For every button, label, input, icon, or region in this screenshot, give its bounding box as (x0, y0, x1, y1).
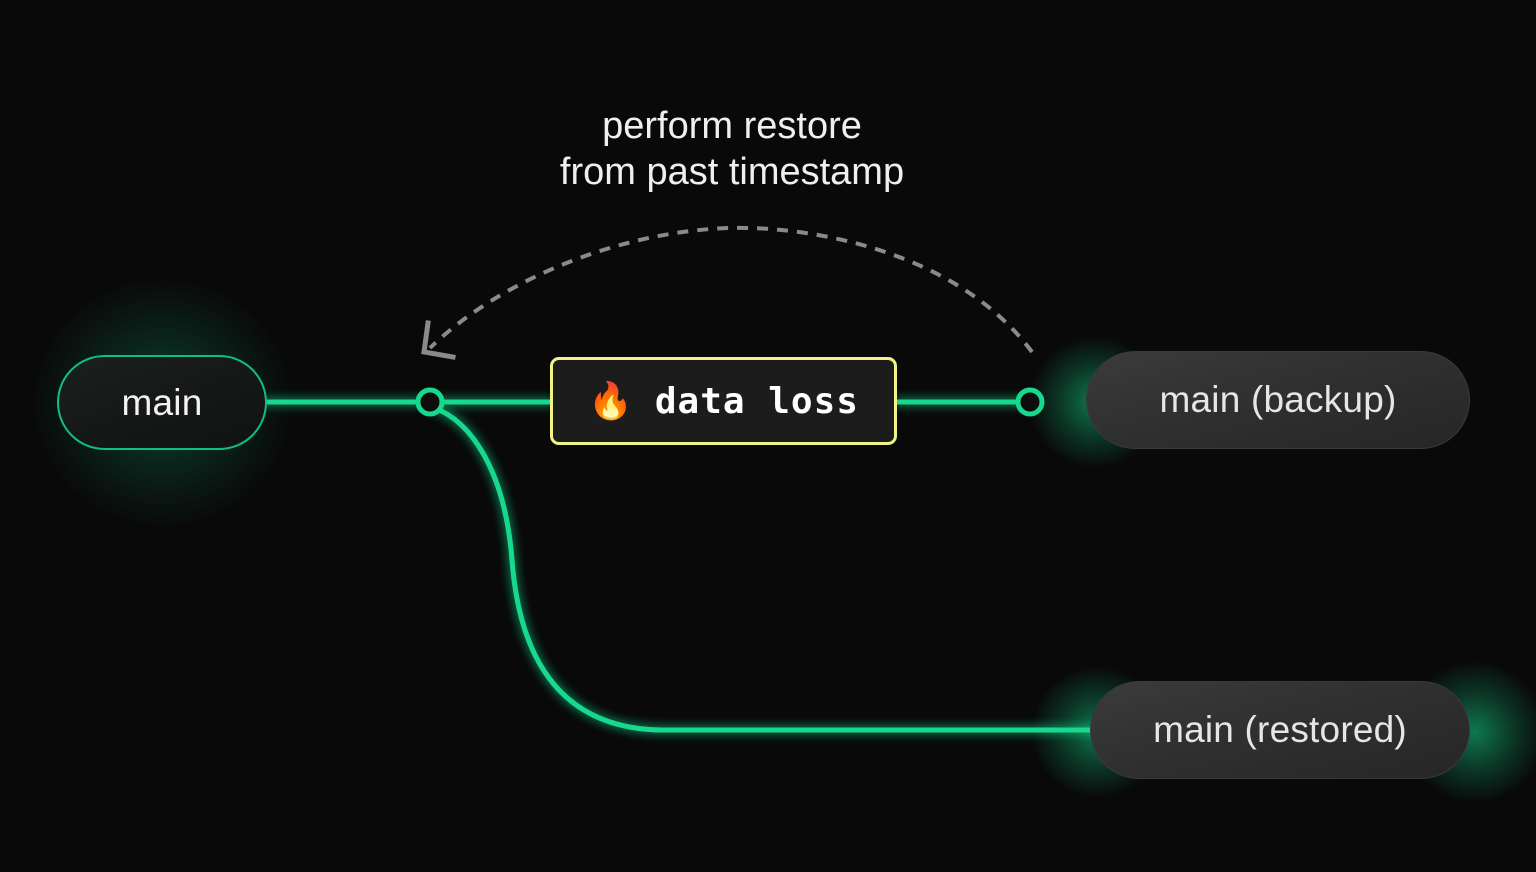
node-main[interactable]: main (57, 355, 267, 450)
restore-caption: perform restore from past timestamp (0, 103, 1464, 195)
caption-line-2: from past timestamp (559, 151, 905, 193)
node-main-backup-label: main (backup) (1159, 379, 1397, 420)
backup-endpoint-node[interactable] (1015, 387, 1045, 417)
data-loss-marker[interactable]: 🔥 data loss (550, 357, 897, 445)
caption-line-1: perform restore (602, 105, 862, 147)
node-main-label: main (121, 381, 203, 423)
wire-branch-to-restored (431, 405, 1098, 733)
node-main-restored[interactable]: main (restored) (1090, 681, 1470, 779)
branch-junction-node[interactable] (415, 387, 445, 417)
wire-glow-group (265, 399, 1098, 733)
fire-icon: 🔥 (588, 380, 633, 421)
restore-arrowhead (421, 320, 456, 360)
node-main-backup[interactable]: main (backup) (1086, 351, 1470, 449)
data-loss-label: data loss (654, 380, 859, 422)
node-main-restored-label: main (restored) (1153, 709, 1407, 750)
restore-arc (428, 225, 1034, 354)
